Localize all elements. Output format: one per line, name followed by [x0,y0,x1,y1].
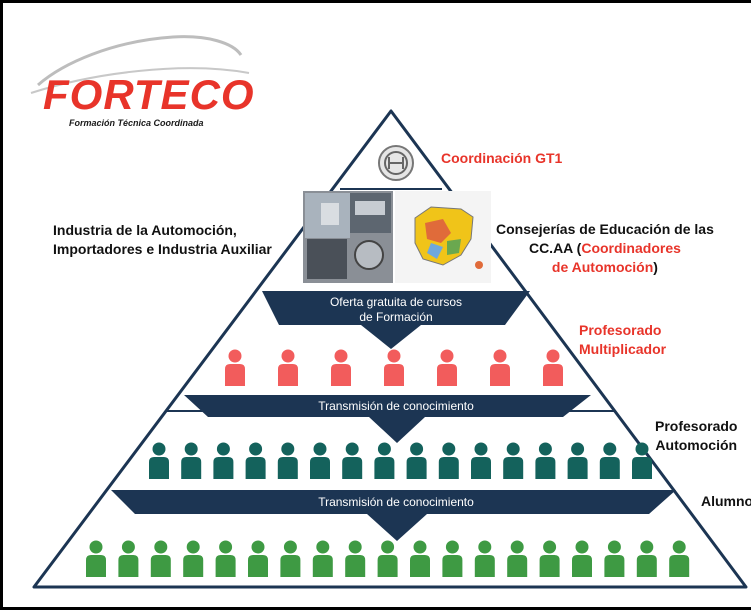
industry-label-line2: Importadores e Industria Auxiliar [53,241,272,257]
person-icon [410,540,430,577]
coordinacion-label: Coordinación GT1 [441,150,563,166]
transmision-band-1 [184,395,591,443]
person-icon [384,349,404,386]
consejerias-line3: de Automoción) [551,259,658,275]
person-icon [669,540,690,577]
person-icon [374,442,395,479]
oferta-band [262,291,530,349]
spain-map-image [395,191,491,283]
person-icon [248,540,268,577]
person-icon [183,540,204,577]
person-icon [342,442,363,479]
industry-label: Industria de la Automoción, Importadores… [53,221,272,259]
multiplicador-line2: Multiplicador [579,341,667,357]
person-icon [543,349,563,386]
automocion-line1: Profesorado [655,418,738,434]
oferta-text-line1: Oferta gratuita de cursos [330,295,462,309]
industry-collage-image [303,191,393,283]
oferta-text-line2: de Formación [359,310,432,324]
person-icon [225,349,245,386]
alumnos-people [86,540,690,577]
person-icon [277,442,298,479]
bosch-logo-icon [378,145,414,181]
logo-tagline: Formación Técnica Coordinada [69,118,204,128]
profesorado-multiplicador-people [225,349,563,386]
person-icon [437,349,457,386]
person-icon [599,442,620,479]
person-icon [567,442,588,479]
person-icon [604,540,625,577]
automocion-line2: Automoción [655,437,738,453]
person-icon [474,540,495,577]
person-icon [345,540,366,577]
profesorado-automocion-people [149,442,652,479]
automocion-label: Profesorado Automoción [655,417,737,455]
alumnos-label: Alumnos [701,493,751,509]
transmision-band-2 [111,490,676,541]
multiplicador-line1: Profesorado [579,322,662,338]
person-icon [438,442,459,479]
person-icon [377,540,398,577]
person-icon [442,540,463,577]
industry-label-line1: Industria de la Automoción, [53,222,237,238]
person-icon [490,349,510,386]
person-icon [406,442,427,479]
pyramid-diagram: Oferta gratuita de cursos de Formación T… [30,35,748,589]
person-icon [213,442,234,479]
person-icon [507,540,528,577]
person-icon [572,540,592,577]
person-icon [632,442,652,479]
consejerias-label: Consejerías de Educación de las CC.AA (C… [496,220,714,277]
transmision-text-1: Transmisión de conocimiento [318,399,474,413]
person-icon [278,349,298,386]
logo-car-swoosh [37,35,243,87]
person-icon [539,540,560,577]
person-icon [150,540,171,577]
person-icon [310,442,330,479]
person-icon [331,349,351,386]
person-icon [636,540,657,577]
person-icon [471,442,491,479]
person-icon [118,540,139,577]
forteco-logo: FORTECO Formación Técnica Coordinada [43,71,255,129]
consejerias-line2: CC.AA (Coordinadores [528,240,681,256]
person-icon [312,540,333,577]
person-icon [149,442,169,479]
person-icon [86,540,106,577]
person-icon [280,540,301,577]
consejerias-line1: Consejerías de Educación de las [496,221,714,237]
multiplicador-label: Profesorado Multiplicador [579,321,666,359]
logo-brand: FORTECO [43,71,255,118]
person-icon [181,442,202,479]
person-icon [245,442,266,479]
person-icon [503,442,524,479]
transmision-text-2: Transmisión de conocimiento [318,495,474,509]
person-icon [535,442,556,479]
person-icon [215,540,236,577]
